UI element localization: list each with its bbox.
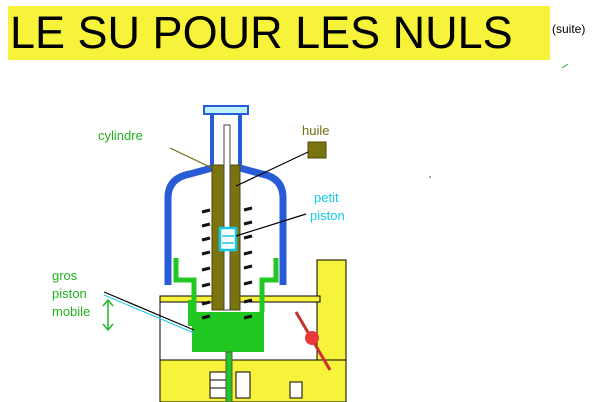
up-down-arrow-icon <box>102 298 114 332</box>
spring <box>201 206 253 320</box>
oil-swatch <box>307 141 327 159</box>
big-piston <box>173 258 279 312</box>
label-gros-piston: piston <box>52 286 87 301</box>
label-gros: gros <box>52 268 78 283</box>
carburetor-body <box>159 259 347 402</box>
label-cylindre: cylindre <box>98 128 143 143</box>
label-petit-piston: piston <box>310 208 345 223</box>
needle <box>225 351 233 402</box>
petit-piston-leader <box>235 213 307 237</box>
huile-leader <box>235 151 309 187</box>
throttle-valve <box>294 311 332 371</box>
label-petit: petit <box>314 190 339 205</box>
label-gros-mobile: mobile <box>52 304 91 319</box>
page-subtitle: (suite) <box>552 22 586 36</box>
damper-cap <box>203 105 249 115</box>
small-piston <box>218 226 238 252</box>
damper-rod <box>223 124 231 311</box>
page-title: LE SU POUR LES NULS <box>10 7 513 58</box>
title-band <box>8 6 550 60</box>
gros-piston-leader <box>103 291 195 331</box>
label-huile: huile <box>302 123 330 138</box>
cylindre-leader <box>169 147 213 169</box>
